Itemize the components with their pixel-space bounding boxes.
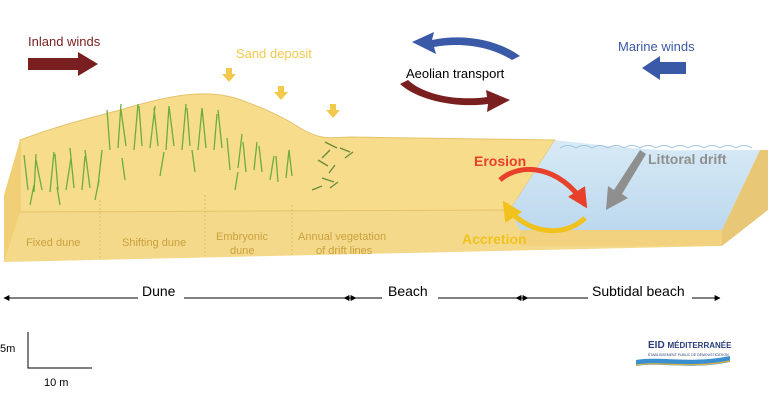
wave-crest [559, 145, 753, 149]
drift-line-debris [311, 141, 354, 191]
section-dune-label: Dune [142, 283, 176, 299]
inland-winds-arrow [28, 52, 98, 76]
svg-text:EID MÉDITERRANÉE: EID MÉDITERRANÉE [648, 340, 732, 351]
erosion-label: Erosion [474, 153, 526, 169]
zone-annual-line1: Annual vegetation [298, 231, 386, 243]
accretion-label: Accretion [462, 231, 527, 247]
marine-winds-label: Marine winds [618, 39, 695, 54]
beach-label-bg [382, 284, 438, 300]
sea-front-face [520, 230, 722, 246]
scale-vertical-label: 5m [0, 343, 15, 355]
accretion-arrow [502, 200, 587, 234]
scale-horizontal-label: 10 m [44, 377, 68, 389]
sand-deposit-arrows [222, 68, 340, 118]
inland-winds-label: Inland winds [28, 34, 101, 49]
aeolian-transport-label: Aeolian transport [406, 66, 505, 81]
sand-deposit-label: Sand deposit [236, 46, 312, 61]
zone-dividers [99, 195, 293, 258]
littoral-drift-arrow [606, 150, 646, 210]
marine-winds-arrow [642, 56, 686, 80]
sea-right-face [722, 150, 768, 246]
aeolian-bottom-arrow [400, 80, 510, 112]
terrain-left-end [4, 140, 20, 262]
dune-label-bg [138, 284, 184, 300]
zone-annual-line2: of drift lines [316, 245, 373, 257]
terrain-top-surface [19, 93, 556, 213]
zone-fixed-dune: Fixed dune [26, 237, 80, 249]
zone-embryonic-line2: dune [230, 245, 254, 257]
section-subtidal-label: Subtidal beach [592, 283, 685, 299]
eid-logo: EID MÉDITERRANÉE ÉTABLISSEMENT PUBLIC DE… [635, 340, 732, 366]
svg-text:ÉTABLISSEMENT PUBLIC DE DÉMOUS: ÉTABLISSEMENT PUBLIC DE DÉMOUSTICATION [648, 352, 729, 357]
scale-bar [27, 332, 92, 369]
subtidal-label-bg [588, 284, 692, 300]
littoral-drift-label: Littoral drift [648, 151, 727, 167]
erosion-arrow [498, 166, 588, 209]
section-beach-label: Beach [388, 283, 428, 299]
zone-embryonic-line1: Embryonic [216, 231, 268, 243]
dune-vegetation [23, 103, 293, 206]
zone-shifting-dune: Shifting dune [122, 237, 186, 249]
aeolian-top-arrow [412, 32, 520, 60]
